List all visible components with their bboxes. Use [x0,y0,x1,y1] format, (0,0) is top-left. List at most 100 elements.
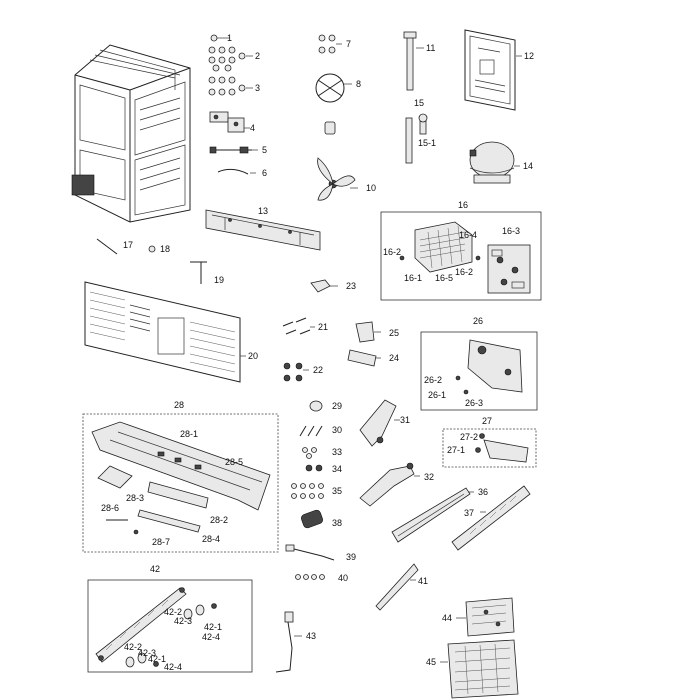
part-label-29: 29 [332,401,342,411]
part-label-4: 4 [250,123,255,133]
control-assembly-16 [399,221,531,294]
screw-group-2-icons [208,46,246,72]
part-label-6: 6 [262,168,267,178]
part-label-17: 17 [123,240,133,250]
wire-6-icon [217,168,249,175]
part-label-16-3: 16-3 [502,226,520,236]
part-label-20: 20 [248,351,258,361]
part-label-28-7: 28-7 [152,537,170,547]
part-label-16: 16 [458,200,468,210]
part-label-25: 25 [389,328,399,338]
part-label-26-1: 26-1 [428,390,446,400]
part-label-45: 45 [426,657,436,667]
rail-37-icon [451,485,531,551]
compressor-14-icon [469,141,515,184]
part-label-42: 42 [150,564,160,574]
pcb-44-icon [465,597,515,637]
part-label-11: 11 [426,43,435,53]
part-label-16-5: 16-5 [435,273,453,283]
part-label-1: 1 [227,33,232,43]
screws-21-22-icons [282,317,311,382]
part-label-14: 14 [523,161,533,171]
bracket-assembly-28-icon [91,421,271,535]
part-label-42-2a: 42-2 [164,607,182,617]
part-label-21: 21 [318,322,328,332]
fan-parts [315,34,358,201]
bracket-25-icon [355,321,375,343]
bracket-24-icon [347,349,377,367]
part-label-3: 3 [255,83,260,93]
screw-group-3-icons [208,76,246,96]
part-label-42-3b: 42-3 [138,648,156,658]
part-label-42-2b: 42-2 [124,642,142,652]
hinge-32-icon [359,465,415,507]
part-label-41: 41 [418,576,428,586]
hinge-31-icon [359,399,397,447]
part-label-13: 13 [258,206,268,216]
bracket-27-icon [475,433,529,463]
small-parts-column [285,400,335,580]
part-label-28-5: 28-5 [225,457,243,467]
cabinet-assembly [71,44,191,223]
part-label-37: 37 [464,508,474,518]
sensor-15-icon [405,113,428,164]
bracket-4-icon [209,111,245,133]
rail-13-icon [205,209,321,251]
pcb-45-icon [447,639,519,699]
part-label-26-2: 26-2 [424,375,442,385]
part-label-28: 28 [174,400,184,410]
assembly-26-frame [420,331,538,411]
part-label-42-1a: 42-1 [204,622,222,632]
part-label-15-1: 15-1 [418,138,436,148]
part-label-28-2: 28-2 [210,515,228,525]
part-label-28-4: 28-4 [202,534,220,544]
part-label-42-1b: 42-1 [148,654,166,664]
part-label-42-4b: 42-4 [164,662,182,672]
part-label-28-3: 28-3 [126,493,144,503]
part-label-16-2b: 16-2 [455,267,473,277]
part-label-16-1: 16-1 [404,273,422,283]
upper-right-parts [403,29,522,184]
part-label-5: 5 [262,145,267,155]
evaporator-cover-20-icon [84,281,241,383]
screw-set-parts [208,34,258,175]
assembly-28-frame [82,413,279,553]
part-label-23: 23 [346,281,356,291]
part-label-38: 38 [332,518,342,528]
fan-motor-mount-8-icon [315,73,345,103]
cover-plate-12-icon [464,29,516,111]
part-label-36: 36 [478,487,488,497]
part-label-8: 8 [356,79,361,89]
part-label-2: 2 [255,51,260,61]
bracket-23-icon [310,279,331,293]
part-label-24: 24 [389,353,399,363]
part-label-34: 34 [332,464,342,474]
heater-assembly-42-icon [95,587,217,668]
part-label-42-4a: 42-4 [202,632,220,642]
part-label-44: 44 [442,613,452,623]
assembly-27-frame [442,428,537,468]
part-label-27: 27 [482,416,492,426]
part-label-31: 31 [400,415,410,425]
part-label-12: 12 [524,51,534,61]
part-label-10: 10 [366,183,376,193]
part-label-26-3: 26-3 [465,398,483,408]
part-label-40: 40 [338,573,348,583]
harness-5-icon [209,146,252,154]
part-label-28-6: 28-6 [101,503,119,513]
part-label-30: 30 [332,425,342,435]
part-label-43: 43 [306,631,316,641]
part-label-35: 35 [332,486,342,496]
lever-19-icon [190,261,207,284]
part-label-19: 19 [214,275,224,285]
bracket-assembly-26-icon [455,339,523,395]
part-label-22: 22 [313,365,323,375]
rail-41-icon [375,563,419,611]
part-label-28-1: 28-1 [180,429,198,439]
clip-18-icon [148,245,156,253]
part-label-18: 18 [160,244,170,254]
part-label-26: 26 [473,316,483,326]
assembly-42-frame [87,579,253,673]
part-label-15: 15 [414,98,424,108]
part-label-27-2: 27-2 [460,432,478,442]
